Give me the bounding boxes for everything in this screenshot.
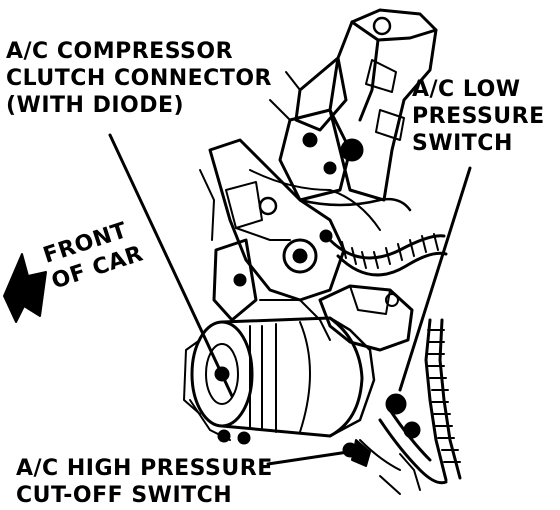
leader-high-pressure-switch <box>266 450 350 466</box>
label-low-line-2: PRESSURE <box>412 104 545 129</box>
label-low-pressure-switch: A/C LOW PRESSURE SWITCH <box>412 76 545 157</box>
label-high-line-2: CUT-OFF SWITCH <box>16 483 233 508</box>
lower-engine-section <box>318 284 414 352</box>
label-high-line-1: A/C HIGH PRESSURE <box>16 456 273 481</box>
label-clutch-line-3: (WITH DIODE) <box>6 93 185 118</box>
label-low-line-1: A/C LOW <box>412 77 521 102</box>
ac-compressor <box>183 316 376 445</box>
callout-leaders <box>108 133 472 466</box>
leader-clutch-connector <box>108 133 234 398</box>
label-clutch-connector: A/C COMPRESSOR CLUTCH CONNECTOR (WITH DI… <box>6 38 272 119</box>
label-clutch-line-1: A/C COMPRESSOR <box>6 39 234 64</box>
refrigerant-hose <box>298 197 448 277</box>
label-clutch-line-2: CLUTCH CONNECTOR <box>6 66 272 91</box>
label-low-line-3: SWITCH <box>412 131 513 156</box>
front-arrow-icon <box>3 253 47 323</box>
engine-block <box>269 8 438 202</box>
leader-low-pressure-switch <box>398 166 472 392</box>
compressor-bracket <box>199 138 381 341</box>
label-high-pressure-switch: A/C HIGH PRESSURE CUT-OFF SWITCH <box>16 455 273 509</box>
